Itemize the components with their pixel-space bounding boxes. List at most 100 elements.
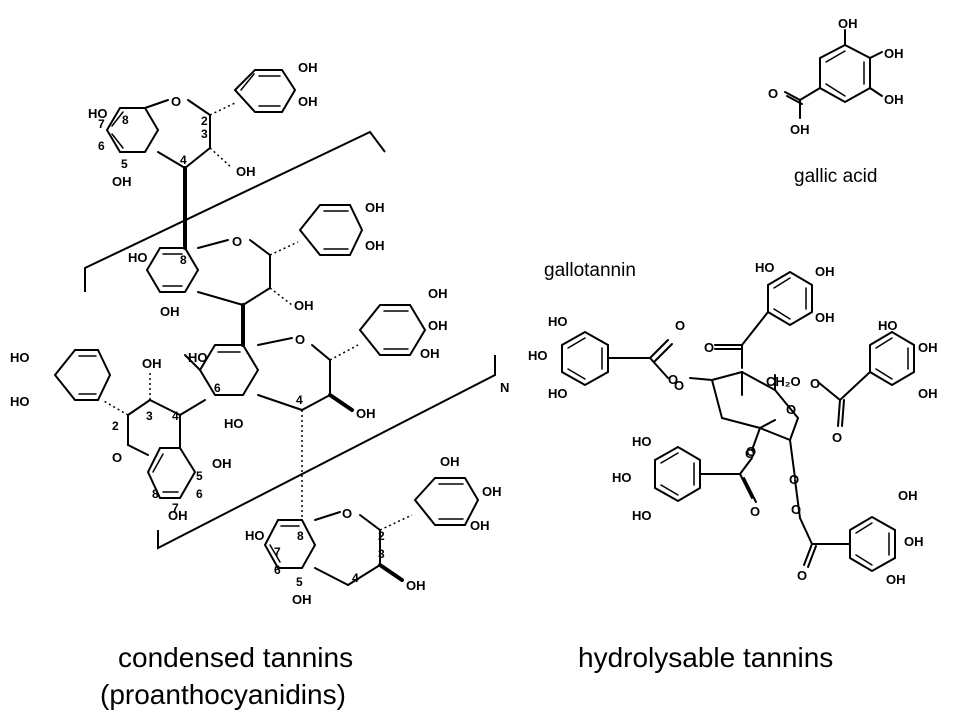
condensed-locants: 7 8 6 5 4 3 2 8 6 4 2 3 4 5 6 7 8 8 7 6 … [98,113,385,589]
unit4-b-ring [53,349,112,401]
label-oh: OH [898,488,918,503]
locant-8: 8 [152,487,159,501]
locant-4: 4 [296,393,303,407]
label-o: O [750,504,760,519]
galloyl-group-3: O O HO OH OH CH₂O [766,318,938,445]
unit5-a-ring [263,519,317,569]
locant-2: 2 [112,419,119,433]
galloyl-group-2: O HO OH OH [704,260,835,369]
polymer-bracket-lower [157,355,496,550]
unit2-a-ring [145,247,200,293]
label-o: O [668,372,678,387]
label-oh: OH [482,484,502,499]
locant-3: 3 [201,127,208,141]
unit4-c-ring [101,372,206,456]
label-ho: HO [548,314,568,329]
locant-6: 6 [214,381,221,395]
glucose-core [689,371,799,479]
label-oh: OH [790,122,810,137]
locant-6: 6 [274,563,281,577]
label-oh: OH [365,238,385,253]
label-oh: OH [918,340,938,355]
label-oh: OH [918,386,938,401]
label-o: O [789,472,799,487]
label-oh: OH [440,454,460,469]
label-o: O [232,234,242,249]
locant-7: 7 [172,501,179,515]
unit4-a-ring [146,447,197,499]
label-o: O [797,568,807,583]
label-oh: OH [884,46,904,61]
unit2-b-ring [298,204,364,256]
label-ho: HO [10,394,30,409]
unit2-c-ring [197,239,299,306]
locant-3: 3 [378,547,385,561]
unit1-b-ring [233,69,297,113]
label-oh: OH [142,356,162,371]
label-oh: OH [428,286,448,301]
galloyl-group-4: O O HO HO HO [612,434,760,523]
hydrolysable-tannins-caption: hydrolysable tannins [578,642,833,673]
unit5-c-ring [314,511,413,586]
label-o: O [704,340,714,355]
locant-4: 4 [172,409,179,423]
label-oh: OH [428,318,448,333]
condensed-atom-labels: HO OH O OH OH OH HO OH O OH OH OH HO HO … [10,60,509,607]
locant-3: 3 [146,409,153,423]
gallic-acid-structure: OH OH OH O OH [768,16,904,137]
label-o: O [768,86,778,101]
condensed-tannins-caption: condensed tannins [118,642,353,673]
label-o: O [674,378,684,393]
gallic-acid-caption: gallic acid [794,166,877,187]
label-ho: HO [188,350,208,365]
label-ch2o: CH₂O [766,374,801,389]
locant-2: 2 [201,114,208,128]
label-o: O [675,318,685,333]
locant-7: 7 [274,545,281,559]
label-ho: HO [528,348,548,363]
label-ho: HO [548,386,568,401]
label-o: O [832,430,842,445]
label-oh: OH [112,174,132,189]
unit1-c-ring [144,99,236,169]
label-ho: HO [612,470,632,485]
label-ho: HO [245,528,265,543]
label-o: O [342,506,352,521]
label-o: O [295,332,305,347]
gallotannin-structure: O O HO HO HO O HO OH OH [528,260,938,587]
label-oh: OH [884,92,904,107]
label-o: O [171,94,181,109]
proanthocyanidins-caption: (proanthocyanidins) [100,679,346,710]
locant-4: 4 [352,571,359,585]
label-oh: OH [236,164,256,179]
label-o: O [810,376,820,391]
unit3-a-ring [198,344,260,396]
label-o: O [112,450,122,465]
label-n: N [500,380,509,395]
condensed-tannin-structure: HO OH O OH OH OH HO OH O OH OH OH HO HO … [10,60,509,607]
locant-5: 5 [121,157,128,171]
locant-4: 4 [180,153,187,167]
gallotannin-caption: gallotannin [544,260,636,281]
galloyl-group-5: O O OH OH OH [791,479,924,587]
label-ho: HO [10,350,30,365]
label-oh: OH [212,456,232,471]
label-oh: OH [815,310,835,325]
label-oh: OH [292,592,312,607]
unit1-a-ring [105,107,160,153]
label-oh: OH [298,60,318,75]
label-oh: OH [406,578,426,593]
label-oh: OH [160,304,180,319]
label-o: O [786,402,796,417]
label-o: O [791,502,801,517]
label-ho: HO [632,508,652,523]
locant-2: 2 [378,529,385,543]
label-ho: HO [128,250,148,265]
label-oh: OH [168,508,188,523]
unit3-c-ring [257,337,359,412]
unit3-b-ring [358,304,427,356]
label-ho: HO [224,416,244,431]
locant-6: 6 [196,487,203,501]
label-o: O [746,444,756,459]
